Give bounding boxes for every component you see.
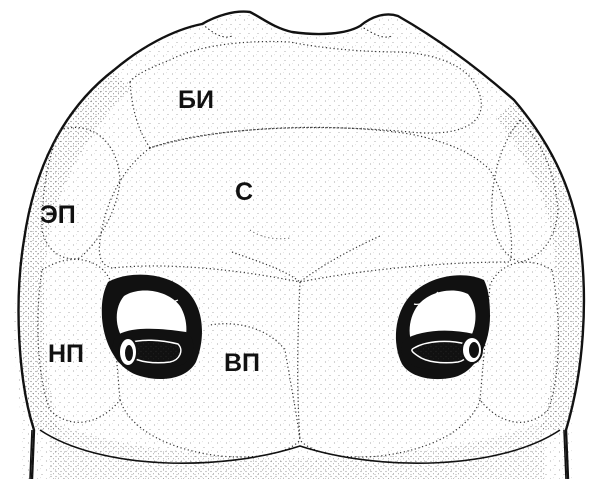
- label-s: С: [235, 180, 253, 205]
- label-np: НП: [48, 342, 84, 367]
- label-vp: ВП: [224, 351, 260, 376]
- label-ep: ЭП: [40, 203, 76, 228]
- label-bi: БИ: [178, 88, 214, 113]
